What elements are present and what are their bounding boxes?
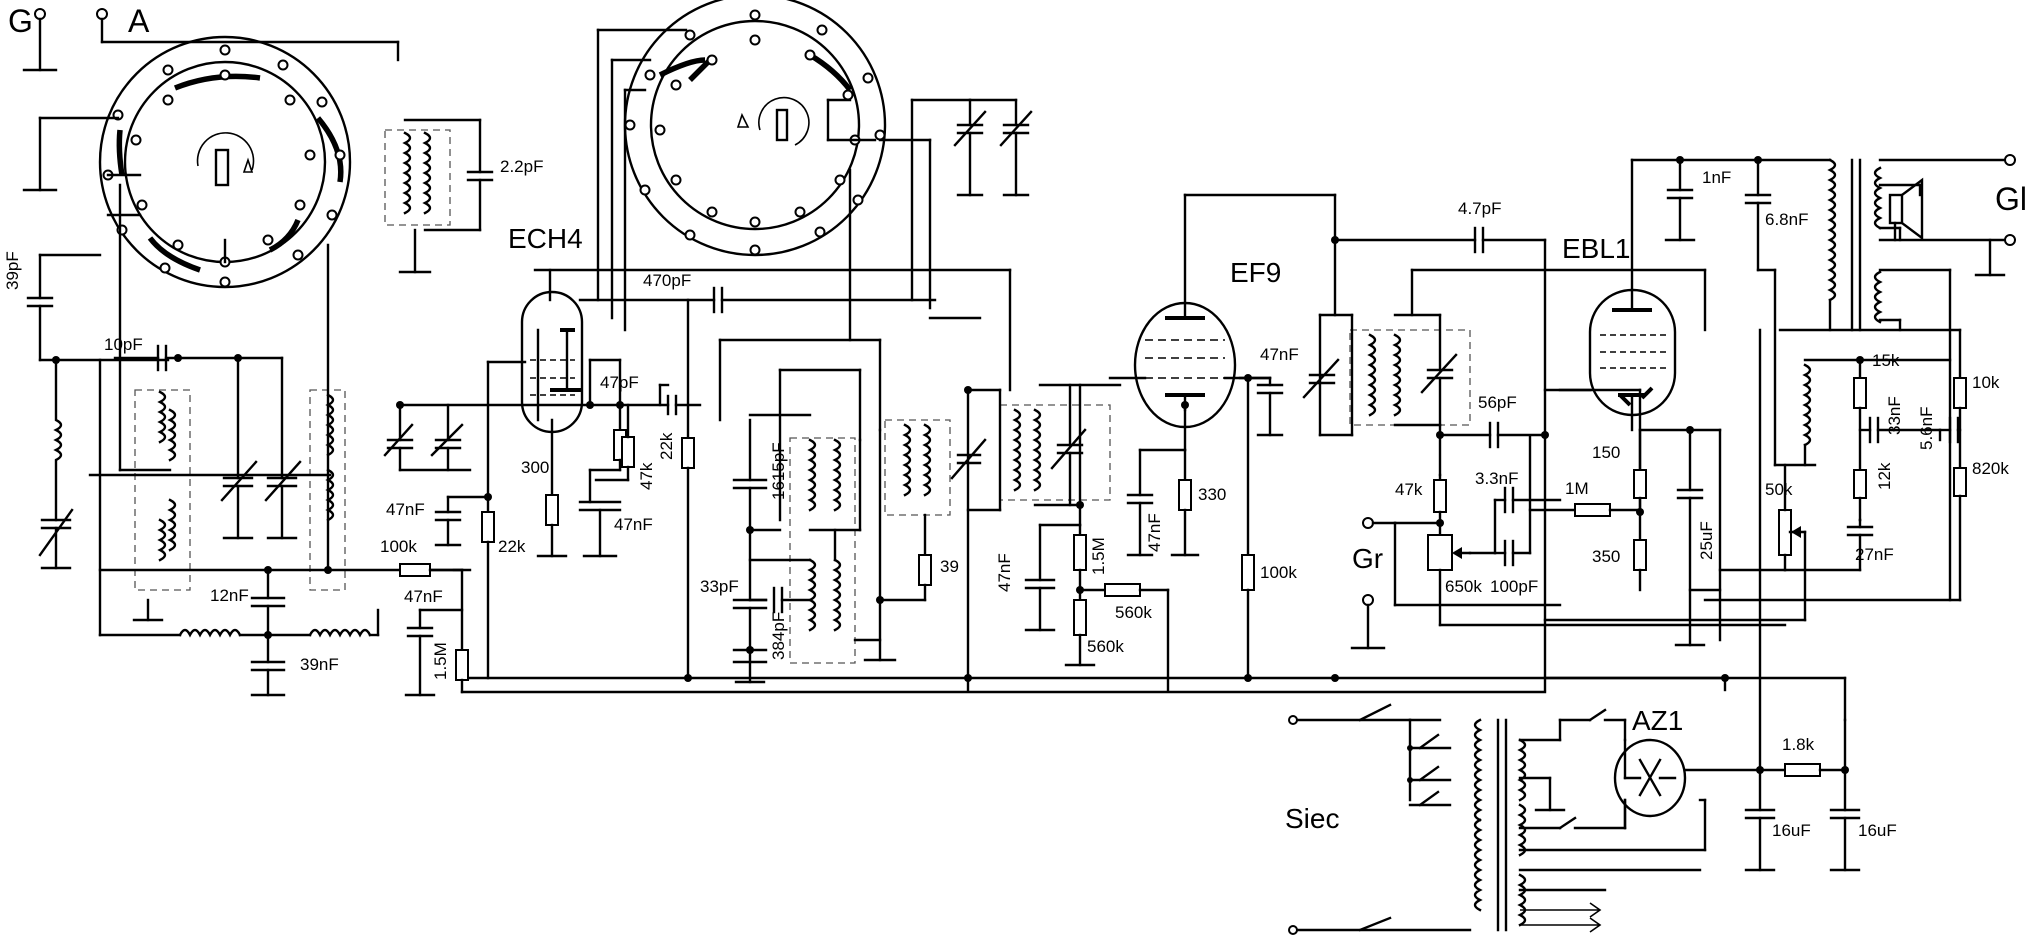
pot-650k-label: 650k: [1445, 577, 1482, 596]
r-12k-label: 12k: [1875, 462, 1894, 490]
r-15k-label: 15k: [1872, 351, 1900, 370]
c-33nf-label: 33nF: [1885, 396, 1904, 435]
r-150-label: 150: [1592, 443, 1620, 462]
supply-buses: [460, 674, 1847, 722]
r-100k-mix-label: 100k: [380, 537, 417, 556]
tuning-gang-right: [953, 98, 1033, 197]
tone-feedback-network: [1543, 328, 1967, 622]
ef9-cathode-network: [1126, 374, 1284, 680]
c-16uf-b-label: 16uF: [1858, 821, 1897, 840]
antenna-input-circuit: [22, 116, 170, 570]
r-330-label: 330: [1198, 485, 1226, 504]
r-22k-a-label: 22k: [498, 537, 526, 556]
c-39nf-label: 39nF: [300, 655, 339, 674]
oscillator-coils: [732, 418, 951, 684]
r-1-8k-label: 1.8k: [1782, 735, 1815, 754]
c-39pf-label: 39pF: [3, 251, 22, 290]
r-1-5m-b-label: 1.5M: [1089, 537, 1108, 575]
c-12nf-label: 12nF: [210, 586, 249, 605]
if-transformer-1: [950, 383, 1122, 692]
r-560k-a-label: 560k: [1115, 603, 1152, 622]
c-47pf-label: 47pF: [600, 373, 639, 392]
antenna-terminal-label: A: [128, 3, 150, 39]
pickup-label: Gr: [1352, 543, 1383, 574]
antenna-coil-blocks: [88, 183, 346, 637]
c-47nf-e-label: 47nF: [1145, 513, 1164, 552]
ech4-circuit: [383, 268, 1012, 697]
az1-tube: [1613, 738, 1762, 830]
az1-label: AZ1: [1632, 705, 1683, 736]
r-350-label: 350: [1592, 547, 1620, 566]
power-supply: [1288, 703, 1707, 935]
r-300-label: 300: [521, 458, 549, 477]
ebl1-tube: [1558, 158, 1677, 432]
c-25uf-label: 25uF: [1697, 521, 1716, 560]
c-33pf-label: 33pF: [700, 577, 739, 596]
r-1-5m-a-label: 1.5M: [431, 642, 450, 680]
c-56pf-label: 56pF: [1478, 393, 1517, 412]
c-4-7pf-label: 4.7pF: [1458, 199, 1501, 218]
output-stage: [1630, 156, 2012, 602]
ebl1-label: EBL1: [1562, 233, 1631, 264]
c-16uf-a-label: 16uF: [1772, 821, 1811, 840]
antenna-ground-terminals: [22, 8, 400, 72]
c-384pf-label: 384pF: [769, 612, 788, 660]
c-3-3nf-label: 3.3nF: [1475, 469, 1518, 488]
c-100pf-label: 100pF: [1490, 577, 1538, 596]
c-470pf: [578, 286, 937, 314]
if-transformer-2: [1302, 268, 1707, 477]
mains-label: Siec: [1285, 803, 1339, 834]
r-22k-b-label: 22k: [657, 432, 676, 460]
c-2-2pf-label: 2.2pF: [500, 157, 543, 176]
r-820k-label: 820k: [1972, 459, 2009, 478]
pot-50k-label: 50k: [1765, 480, 1793, 499]
c-47nf-c-label: 47nF: [614, 515, 653, 534]
c-5-6nf-label: 5.6nF: [1917, 407, 1936, 450]
c-27nf-label: 27nF: [1855, 545, 1894, 564]
r-560k-b-label: 560k: [1087, 637, 1124, 656]
detector-volume: [1393, 421, 1787, 627]
speaker-output-label: Gl: [1995, 181, 2027, 217]
c-6-8nf-label: 6.8nF: [1765, 210, 1808, 229]
r-10k-label: 10k: [1972, 373, 2000, 392]
c-47nf-b-label: 47nF: [386, 500, 425, 519]
r-39-label: 39: [940, 557, 959, 576]
waveband-switch-right: [623, 0, 887, 257]
ech4-label: ECH4: [508, 223, 583, 254]
r-47k-b-label: 47k: [1395, 480, 1423, 499]
ech4-22k-feed: [681, 298, 695, 680]
ef9-grid-network: [1024, 523, 1170, 692]
c-47nf-a-label: 47nF: [404, 587, 443, 606]
filter-section: [1744, 328, 1861, 872]
pickup-terminals: [1350, 517, 1397, 650]
c-47nf-f-label: 47nF: [1260, 345, 1299, 364]
switch-2-wiring: [596, 28, 982, 522]
r-1m-label: 1M: [1565, 479, 1589, 498]
ech4-tube: [520, 268, 584, 434]
ef9-label: EF9: [1230, 257, 1281, 288]
ground-terminal-label: G: [8, 3, 33, 39]
oscillator-filter-left: [98, 566, 472, 697]
tuning-section-left: [113, 344, 302, 540]
c-10pf-label: 10pF: [104, 335, 143, 354]
ferrite-coil-2-2pf: [384, 118, 494, 274]
waveband-switch-left: [98, 35, 352, 289]
r-47k-a-label: 47k: [637, 462, 656, 490]
ef9-tube: [1108, 193, 1272, 429]
r-100k-b-label: 100k: [1260, 563, 1297, 582]
c-470pf-label: 470pF: [643, 271, 691, 290]
c-47nf-d-label: 47nF: [995, 553, 1014, 592]
c-1nf-label: 1nF: [1702, 168, 1731, 187]
ef9-plate-circuit: [1183, 193, 1547, 692]
c-1615pf-label: 1615pF: [769, 442, 788, 500]
loudspeaker: [1878, 154, 2016, 277]
